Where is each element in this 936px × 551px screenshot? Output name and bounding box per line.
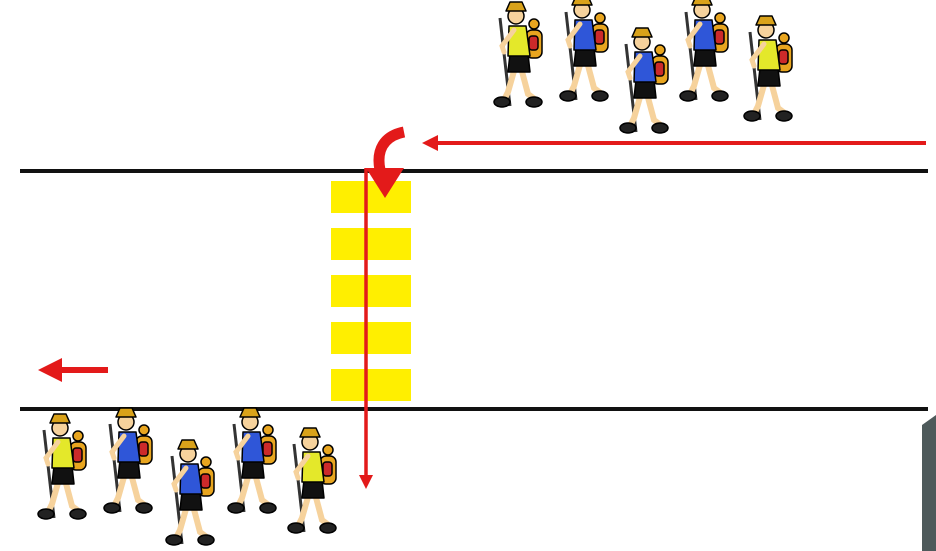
corner-accent (922, 415, 936, 551)
crosswalk-stripe (331, 369, 411, 401)
crosswalk-stripe (331, 181, 411, 213)
crosswalk-stripe (331, 228, 411, 260)
hiker-group-top (493, 0, 793, 134)
crosswalk-stripe (331, 275, 411, 307)
zebra-crossing (331, 181, 411, 401)
hiker-figure (37, 413, 87, 520)
hiker-group-bottom (37, 407, 337, 546)
hiker-figure (743, 15, 793, 122)
hiker-figure (227, 407, 277, 514)
hiker-figure (287, 427, 337, 534)
hiker-figure (559, 0, 609, 102)
hiker-figure (493, 1, 543, 108)
hiker-figure (103, 407, 153, 514)
crosswalk-stripe (331, 322, 411, 354)
curved-arrow-down-icon (366, 126, 406, 198)
hiker-figure (165, 439, 215, 546)
hiker-figure (679, 0, 729, 102)
hiker-figure (619, 27, 669, 134)
